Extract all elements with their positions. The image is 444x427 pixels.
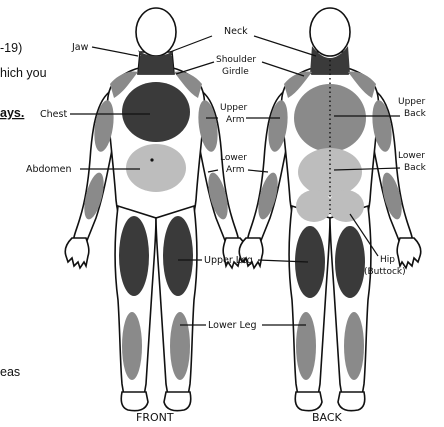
title-fragment: -19) [0, 41, 22, 55]
label-lower-arm-line2: Arm [226, 165, 244, 175]
label-jaw: Jaw [71, 42, 89, 53]
front-left-upper-leg-region [119, 216, 149, 296]
front-left-foot [121, 392, 148, 411]
instruction-fragment-3: eas [0, 365, 20, 379]
front-figure [65, 8, 247, 411]
label-upper-arm-line1: Upper [220, 103, 248, 113]
leader-neck-back [254, 36, 316, 56]
back-figure [239, 8, 421, 411]
leader-jaw [92, 47, 138, 56]
leader-neck-front [170, 36, 212, 52]
label-hip-line1: Hip [380, 255, 395, 265]
front-right-lower-leg-region [170, 312, 190, 380]
front-left-hand [65, 238, 89, 268]
instruction-fragment-2: ays. [0, 106, 24, 120]
front-head-outline [136, 8, 176, 56]
front-right-upper-leg-region [163, 216, 193, 296]
label-lower-arm-line1: Lower [220, 153, 247, 163]
back-right-lower-leg-region [344, 312, 364, 380]
label-upper-back-line2: Back [404, 109, 427, 119]
back-left-lower-leg-region [296, 312, 316, 380]
label-lower-leg: Lower Leg [208, 320, 256, 331]
label-shoulder-line1: Shoulder [216, 55, 256, 65]
leader-shoulder-back [262, 62, 304, 76]
front-right-foot [164, 392, 191, 411]
label-upper-leg: Upper Leg [204, 255, 253, 266]
caption-back: BACK [312, 411, 343, 424]
label-lower-back-line1: Lower [398, 151, 425, 161]
label-hip-line2: (Buttock) [364, 267, 406, 277]
label-shoulder-line2: Girdle [222, 67, 249, 77]
label-abdomen: Abdomen [26, 164, 72, 175]
front-abdomen-region [126, 144, 186, 192]
label-upper-back-line1: Upper [398, 97, 426, 107]
back-head-outline [310, 8, 350, 56]
front-chest-region [122, 82, 190, 142]
label-upper-arm-line2: Arm [226, 115, 244, 125]
label-chest: Chest [40, 109, 67, 120]
leader-shoulder-front [176, 62, 214, 74]
front-navel [150, 158, 153, 161]
back-left-foot [295, 392, 322, 411]
back-left-hip-region [296, 190, 332, 222]
instruction-fragment-1: hich you [0, 66, 47, 80]
label-neck: Neck [224, 26, 248, 37]
back-right-foot [338, 392, 365, 411]
back-right-hand [397, 238, 421, 268]
label-lower-back-line2: Back [404, 163, 427, 173]
front-left-lower-leg-region [122, 312, 142, 380]
back-right-hip-region [328, 190, 364, 222]
back-right-upper-leg-region [335, 226, 365, 298]
caption-front: FRONT [136, 411, 174, 424]
front-neck-region [138, 56, 174, 74]
